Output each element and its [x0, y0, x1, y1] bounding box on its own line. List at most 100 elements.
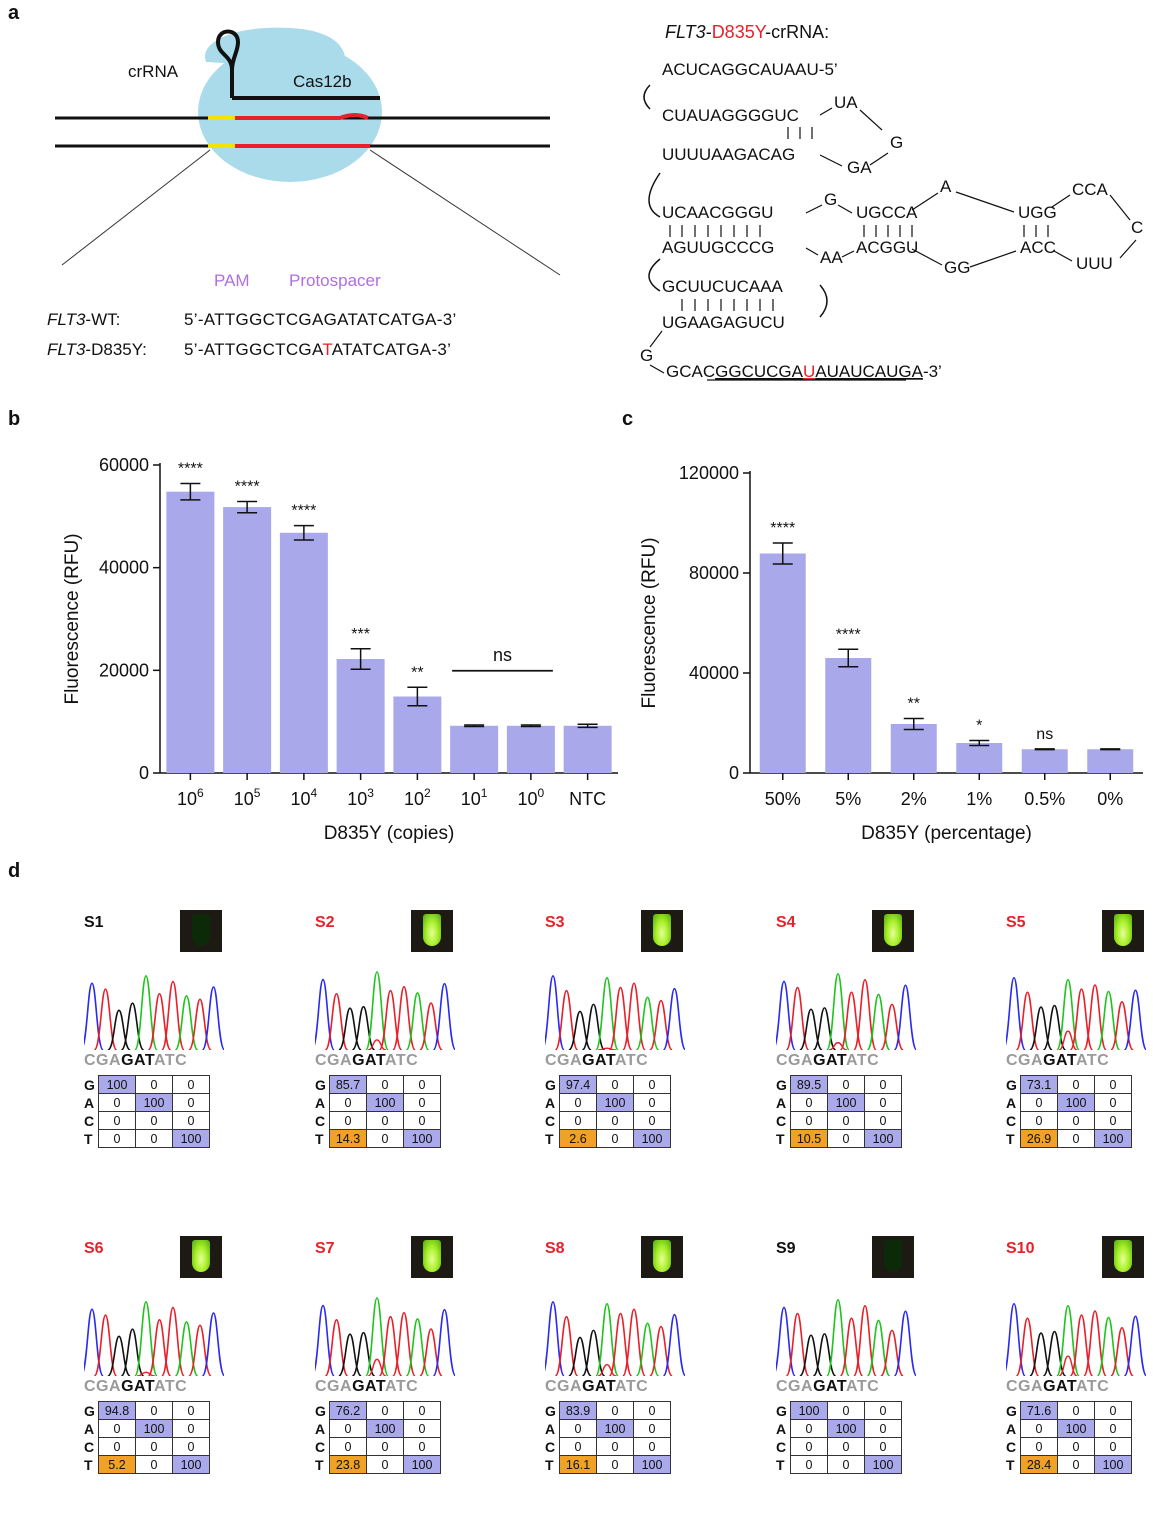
x-tick-label: 103 — [347, 786, 374, 809]
frequency-cell: 23.8 — [329, 1455, 367, 1474]
significance-label: **** — [178, 460, 203, 477]
bar — [890, 724, 937, 773]
base-label: C — [1006, 1112, 1017, 1129]
chromatogram-peak — [826, 973, 850, 1050]
svg-text:AGUUGCCCG: AGUUGCCCG — [662, 238, 774, 257]
frequency-cell: 0 — [633, 1401, 671, 1420]
chromatogram-peak — [812, 1333, 837, 1376]
fluorescence-tube-photo — [411, 1236, 453, 1278]
base-label: A — [545, 1420, 556, 1437]
bar — [393, 696, 442, 773]
frequency-cell: 100 — [790, 1401, 828, 1420]
base-label: A — [776, 1094, 787, 1111]
svg-text:UGCCA: UGCCA — [856, 203, 918, 222]
x-tick-label: 104 — [291, 786, 318, 809]
base-label: T — [84, 1130, 93, 1147]
chromatogram-peak — [365, 971, 389, 1050]
chromatogram-peak — [161, 1306, 185, 1376]
base-label: G — [545, 1402, 556, 1419]
chromatogram-peak — [392, 1312, 416, 1376]
frequency-cell: 0 — [366, 1437, 404, 1456]
chromatogram-peak — [201, 986, 224, 1050]
frequency-cell: 0 — [98, 1419, 136, 1438]
frequency-cell: 2.6 — [559, 1129, 597, 1148]
frequency-cell: 0 — [827, 1455, 865, 1474]
base-label: A — [84, 1420, 95, 1437]
frequency-cell: 0 — [1057, 1401, 1095, 1420]
y-axis-label: Fluorescence (RFU) — [62, 533, 83, 704]
svg-text:UA: UA — [834, 93, 858, 112]
svg-text:G: G — [890, 133, 903, 152]
frequency-cell: 0 — [596, 1111, 634, 1130]
chromatogram-peak — [432, 982, 455, 1050]
svg-text:GA: GA — [847, 158, 872, 177]
svg-text:UGAAGAGUCU: UGAAGAGUCU — [662, 313, 785, 332]
y-tick-label: 80000 — [689, 563, 739, 583]
frequency-cell: 0 — [135, 1075, 173, 1094]
frequency-cell: 100 — [596, 1419, 634, 1438]
frequency-cell: 100 — [366, 1093, 404, 1112]
fluorescence-tube-photo — [180, 1236, 222, 1278]
panel-label-a: a — [8, 2, 20, 24]
chromatogram — [776, 1299, 916, 1376]
y-tick-label: 40000 — [99, 558, 149, 578]
frequency-cell: 0 — [135, 1401, 173, 1420]
frequency-cell: 100 — [403, 1455, 441, 1474]
sample-label: S7 — [315, 1240, 335, 1257]
frequency-cell: 0 — [403, 1419, 441, 1438]
y-tick-label: 40000 — [689, 663, 739, 683]
chromatogram-peak — [893, 1310, 916, 1376]
y-tick-label: 60000 — [99, 455, 149, 475]
y-tick-label: 20000 — [99, 660, 149, 680]
frequency-cell: 0 — [633, 1419, 671, 1438]
chromatogram-peak — [853, 1304, 877, 1376]
wt-sequence-row: FLT3-WT: — [47, 310, 121, 329]
base-label: G — [776, 1402, 787, 1419]
chromatogram — [545, 1301, 685, 1376]
frequency-cell: 0 — [790, 1455, 828, 1474]
svg-text:AA: AA — [820, 248, 843, 267]
frequency-cell: 0 — [633, 1437, 671, 1456]
sample-label: S6 — [84, 1240, 104, 1257]
fluorescence-tube-photo — [872, 1236, 914, 1278]
base-label: C — [545, 1438, 556, 1455]
frequency-cell: 0 — [329, 1111, 367, 1130]
base-label: A — [84, 1094, 95, 1111]
frequency-cell: 0 — [559, 1437, 597, 1456]
chromatogram-peak — [351, 1331, 376, 1376]
chromatogram-peak — [1006, 1302, 1026, 1376]
base-label: A — [1006, 1420, 1017, 1437]
bar — [1087, 749, 1134, 773]
reference-sequence: CGAGATATC — [84, 1052, 188, 1069]
chromatogram-peak — [120, 1002, 145, 1050]
x-tick-label: NTC — [569, 789, 606, 809]
frequency-cell: 100 — [135, 1419, 173, 1438]
chromatogram-peak — [1042, 1004, 1067, 1050]
chromatogram-peak — [893, 984, 916, 1050]
frequency-cell: 0 — [790, 1111, 828, 1130]
chromatogram-peak — [662, 1313, 685, 1376]
base-label: G — [315, 1402, 326, 1419]
reference-sequence: CGAGATATC — [1006, 1378, 1110, 1395]
frequency-cell: 0 — [864, 1111, 902, 1130]
frequency-cell: 0 — [559, 1093, 597, 1112]
frequency-cell: 100 — [1057, 1419, 1095, 1438]
